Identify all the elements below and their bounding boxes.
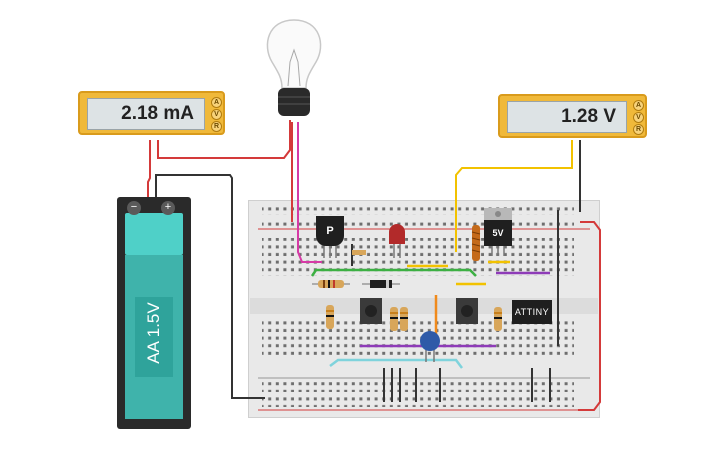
ammeter[interactable]: 2.18 mA A V R — [78, 91, 225, 135]
voltmeter-mode-a[interactable]: A — [633, 100, 644, 111]
battery[interactable]: − + AA 1.5V — [117, 197, 191, 429]
wire-voltmeter-yellow — [455, 140, 573, 252]
wire-green — [310, 268, 477, 277]
inductor[interactable] — [471, 225, 481, 261]
ammeter-reading: 2.18 mA — [121, 103, 194, 124]
ceramic-capacitor[interactable] — [420, 331, 440, 362]
voltmeter-display: 1.28 V — [507, 101, 627, 133]
voltmeter-mode-v[interactable]: V — [633, 112, 644, 123]
voltmeter[interactable]: 1.28 V A V R — [498, 94, 647, 138]
red-led[interactable] — [389, 224, 405, 258]
resistor-1[interactable] — [326, 305, 334, 329]
light-bulb[interactable] — [266, 19, 322, 116]
wire-ammeter-bulb — [157, 120, 291, 159]
resistor-4[interactable] — [494, 307, 502, 331]
transistor-legs — [323, 244, 337, 258]
voltage-regulator[interactable] — [484, 208, 512, 256]
wire-battery-neg — [155, 174, 265, 399]
ammeter-mode-v[interactable]: V — [211, 109, 222, 120]
battery-cell-shade — [135, 297, 173, 377]
voltmeter-mode-r[interactable]: R — [633, 124, 644, 135]
ground-jumpers — [351, 210, 559, 402]
wire-battery-pos — [147, 140, 151, 205]
resistor-3[interactable] — [400, 307, 408, 331]
push-button-1[interactable] — [360, 298, 382, 324]
transistor[interactable]: P — [316, 216, 344, 246]
transistor-label: P — [326, 225, 334, 237]
attiny-chip[interactable]: ATTINY — [512, 300, 552, 324]
battery-cap-top — [125, 213, 183, 255]
battery-neg-terminal[interactable]: − — [127, 201, 141, 215]
wire-bulb-pink — [297, 122, 322, 263]
wire-right-rail — [578, 221, 601, 411]
resistor-top[interactable] — [352, 250, 366, 255]
resistor-horizontal[interactable] — [312, 280, 350, 288]
battery-label: AA 1.5V — [144, 302, 163, 364]
regulator-label: 5V — [492, 228, 504, 238]
regulator-body[interactable]: 5V — [484, 220, 512, 246]
ammeter-display: 2.18 mA — [87, 98, 205, 130]
diode[interactable] — [362, 280, 400, 288]
battery-pos-terminal[interactable]: + — [161, 201, 175, 215]
wire-cyan — [329, 358, 463, 369]
ammeter-mode-r[interactable]: R — [211, 121, 222, 132]
attiny-label: ATTINY — [514, 307, 550, 317]
resistor-2[interactable] — [390, 307, 398, 331]
ammeter-mode-a[interactable]: A — [211, 97, 222, 108]
voltmeter-reading: 1.28 V — [561, 106, 616, 127]
push-button-2[interactable] — [456, 298, 478, 324]
